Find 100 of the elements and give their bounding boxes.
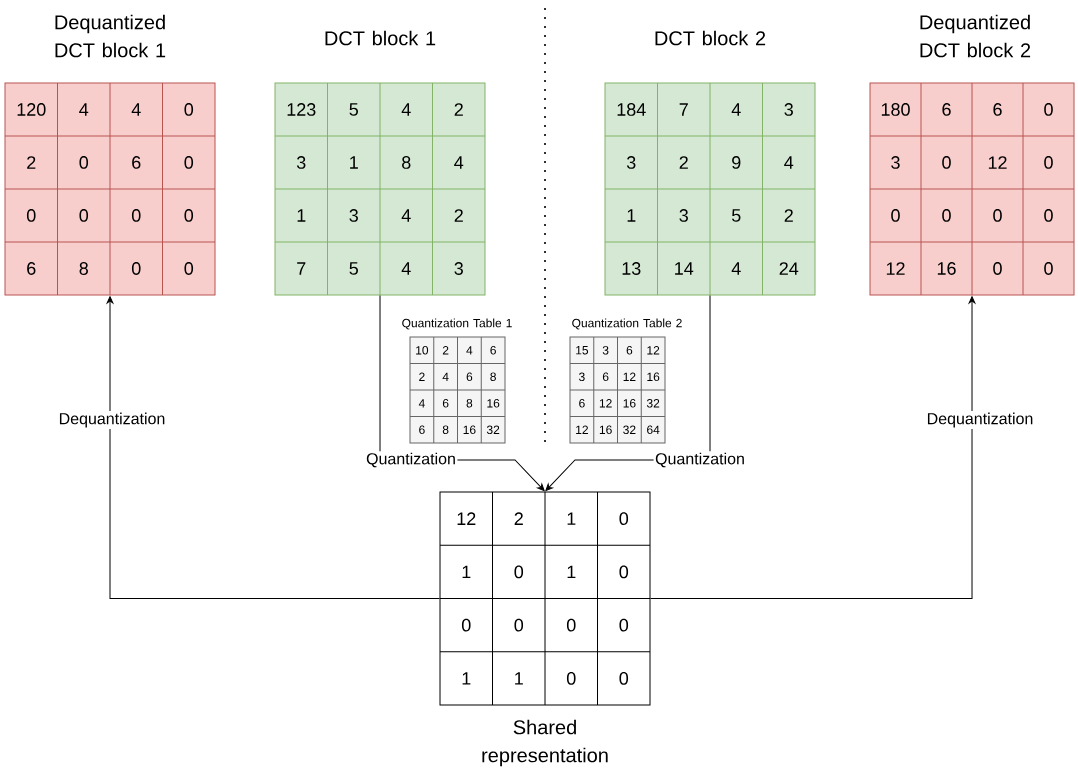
matrix-cell: 5 bbox=[349, 103, 358, 116]
matrix-cell: 6 bbox=[993, 103, 1002, 116]
matrix-cell: 1 bbox=[627, 209, 636, 222]
matrix-cell: 0 bbox=[184, 209, 194, 222]
matrix-cell: 0 bbox=[79, 209, 89, 222]
matrix-cell: 0 bbox=[993, 262, 1002, 275]
matrix-cell: 2 bbox=[784, 209, 793, 222]
matrix-cell: 15 bbox=[576, 346, 589, 355]
matrix-cell: 64 bbox=[647, 425, 660, 434]
matrix-cell: 0 bbox=[1044, 262, 1053, 275]
matrix-cell: 8 bbox=[402, 156, 411, 169]
arrow bbox=[106, 296, 440, 599]
matrix-cell: 0 bbox=[619, 672, 629, 685]
matrix-cell: 180 bbox=[881, 103, 910, 116]
arrow bbox=[650, 296, 976, 599]
matrix-cell: 2 bbox=[442, 346, 449, 355]
matrix-cell: 3 bbox=[579, 372, 585, 381]
matrix-cell: 123 bbox=[287, 103, 316, 116]
matrix-cell: 6 bbox=[442, 399, 449, 408]
matrix-cell: 0 bbox=[184, 156, 194, 169]
matrix-cell: 6 bbox=[942, 103, 951, 116]
matrix-cell: 16 bbox=[937, 262, 956, 275]
matrix-cell: 16 bbox=[623, 399, 636, 408]
matrix-cell: 5 bbox=[732, 209, 741, 222]
matrix-cell: 16 bbox=[487, 399, 500, 408]
matrix-cell: 6 bbox=[626, 346, 633, 355]
matrix-cell: 12 bbox=[647, 346, 660, 355]
matrix-cell: 6 bbox=[132, 156, 141, 169]
matrix-cell: 0 bbox=[891, 209, 900, 222]
matrix-cell: 12 bbox=[886, 262, 905, 275]
matrix-heading: Quantization Table 1 bbox=[402, 318, 512, 330]
matrix-cell: 32 bbox=[623, 425, 636, 434]
matrix-heading: Shared representation bbox=[482, 719, 608, 767]
matrix-cell: 3 bbox=[602, 346, 609, 355]
matrix-cell: 4 bbox=[131, 103, 141, 116]
matrix-cell: 0 bbox=[1044, 156, 1053, 169]
matrix-cell: 0 bbox=[619, 512, 629, 525]
matrix-cell: 2 bbox=[27, 156, 36, 169]
matrix-cell: 2 bbox=[454, 103, 463, 116]
matrix-cell: 1 bbox=[350, 156, 358, 169]
matrix-cell: 0 bbox=[184, 103, 194, 116]
matrix-cell: 0 bbox=[514, 618, 524, 632]
matrix-cell: 9 bbox=[732, 156, 741, 169]
matrix-cell: 0 bbox=[79, 156, 89, 169]
matrix-cell: 184 bbox=[617, 103, 646, 116]
matrix-cell: 4 bbox=[784, 156, 794, 169]
matrix-heading: DCT block 1 bbox=[325, 30, 436, 46]
matrix-cell: 1 bbox=[515, 672, 523, 685]
matrix-cell: 10 bbox=[416, 346, 429, 355]
edge-label: Dequantization bbox=[57, 411, 167, 429]
matrix-cell: 0 bbox=[514, 565, 524, 579]
matrix-cell: 12 bbox=[576, 425, 588, 434]
matrix-cell: 6 bbox=[27, 262, 36, 275]
edge-label: Dequantization bbox=[925, 411, 1035, 429]
matrix-cell: 6 bbox=[466, 372, 473, 381]
matrix-cell: 0 bbox=[942, 209, 951, 222]
matrix-cell: 0 bbox=[461, 618, 471, 632]
matrix-cell: 5 bbox=[349, 262, 358, 275]
matrix-cell: 0 bbox=[566, 618, 576, 632]
matrix-cell: 16 bbox=[463, 425, 476, 434]
matrix-cell: 1 bbox=[462, 672, 471, 685]
matrix-cell: 0 bbox=[184, 262, 194, 275]
matrix-cell: 0 bbox=[619, 618, 629, 632]
matrix-cell: 4 bbox=[731, 103, 741, 116]
matrix-cell: 32 bbox=[646, 399, 660, 408]
matrix-cell: 0 bbox=[1044, 103, 1053, 116]
matrix-cell: 0 bbox=[131, 209, 141, 222]
matrix-cell: 4 bbox=[454, 156, 464, 169]
matrix-cell: 120 bbox=[17, 103, 46, 116]
matrix-cell: 8 bbox=[490, 372, 496, 381]
matrix-cell: 6 bbox=[602, 372, 609, 381]
matrix-cell: 0 bbox=[942, 156, 951, 169]
matrix-cell: 8 bbox=[442, 425, 449, 434]
matrix-cell: 3 bbox=[349, 209, 358, 222]
matrix-cell: 3 bbox=[891, 156, 900, 169]
matrix-cell: 4 bbox=[401, 262, 411, 275]
matrix-cell: 0 bbox=[619, 565, 629, 579]
matrix-cell: 1 bbox=[462, 565, 471, 579]
matrix-cell: 1 bbox=[567, 512, 576, 525]
matrix-cell: 6 bbox=[579, 399, 585, 408]
matrix-cell: 16 bbox=[599, 425, 612, 434]
matrix-cell: 0 bbox=[1044, 209, 1053, 222]
edge-label: Quantization bbox=[364, 451, 458, 469]
matrix-cell: 16 bbox=[647, 372, 660, 381]
matrix-cell: 4 bbox=[418, 399, 425, 408]
matrix-cell: 14 bbox=[675, 262, 694, 275]
matrix-cell: 3 bbox=[454, 262, 463, 275]
matrix-cell: 2 bbox=[679, 156, 688, 169]
matrix-heading: DCT block 2 bbox=[655, 30, 766, 46]
matrix-cell: 0 bbox=[131, 262, 141, 275]
matrix-cell: 12 bbox=[623, 372, 636, 381]
matrix-cell: 1 bbox=[297, 209, 306, 222]
matrix-cell: 1 bbox=[567, 565, 576, 579]
matrix-cell: 7 bbox=[679, 103, 688, 116]
matrix-heading: Dequantized DCT block 2 bbox=[920, 14, 1031, 58]
edge-label: Quantization bbox=[653, 451, 747, 469]
matrix-cell: 2 bbox=[419, 372, 425, 381]
matrix-cell: 12 bbox=[988, 156, 1007, 169]
matrix-cell: 8 bbox=[466, 399, 473, 408]
matrix-cell: 24 bbox=[779, 262, 799, 275]
